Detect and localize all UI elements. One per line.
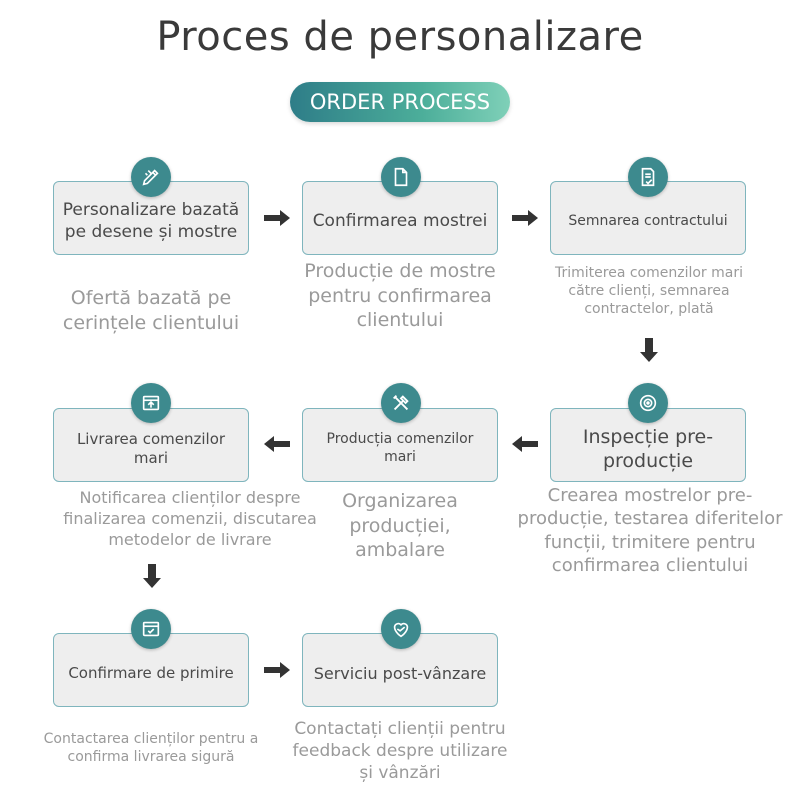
target-gauge-icon bbox=[628, 383, 668, 423]
check-box-icon bbox=[131, 609, 171, 649]
step-desc: Organizarea producției, ambalare bbox=[342, 490, 458, 562]
contract-sign-icon bbox=[628, 157, 668, 197]
pencil-ruler-icon bbox=[131, 157, 171, 197]
arrow-right-icon bbox=[264, 210, 290, 226]
step-label: Personalizare bazată pe desene și mostre bbox=[62, 200, 240, 242]
step-label: Semnarea contractului bbox=[568, 213, 728, 230]
step-desc: Trimiterea comenzilor mari către clienți… bbox=[554, 265, 743, 318]
upload-box-icon bbox=[131, 383, 171, 423]
step-desc: Notificarea clienților despre finalizare… bbox=[63, 488, 317, 549]
handshake-heart-icon bbox=[381, 609, 421, 649]
arrow-left-icon bbox=[512, 436, 538, 452]
step-desc: Contactarea clienților pentru a confirma… bbox=[43, 731, 259, 766]
tools-icon bbox=[381, 383, 421, 423]
step-desc: Contactați clienții pentru feedback desp… bbox=[292, 719, 508, 784]
step-label: Confirmarea mostrei bbox=[312, 211, 488, 232]
document-icon bbox=[381, 157, 421, 197]
step-label: Producția comenzilor mari bbox=[326, 431, 474, 465]
step-label: Serviciu post-vânzare bbox=[313, 663, 487, 683]
arrow-down-icon bbox=[143, 564, 161, 588]
arrow-left-icon bbox=[264, 436, 290, 452]
page-title: Proces de personalizare bbox=[156, 14, 644, 60]
step-label: Confirmare de primire bbox=[68, 664, 234, 683]
order-process-badge: ORDER PROCESS bbox=[290, 82, 510, 122]
arrow-right-icon bbox=[264, 662, 290, 678]
step-desc: Crearea mostrelor pre-producție, testare… bbox=[517, 485, 783, 577]
step-desc: Ofertă bazată pe cerințele clientului bbox=[62, 287, 240, 334]
arrow-right-icon bbox=[512, 210, 538, 226]
step-desc: Producție de mostre pentru confirmarea c… bbox=[304, 260, 496, 332]
step-label: Inspecție pre-producție bbox=[582, 425, 714, 472]
step-label: Livrarea comenzilor mari bbox=[76, 429, 226, 467]
arrow-down-icon bbox=[640, 338, 658, 362]
